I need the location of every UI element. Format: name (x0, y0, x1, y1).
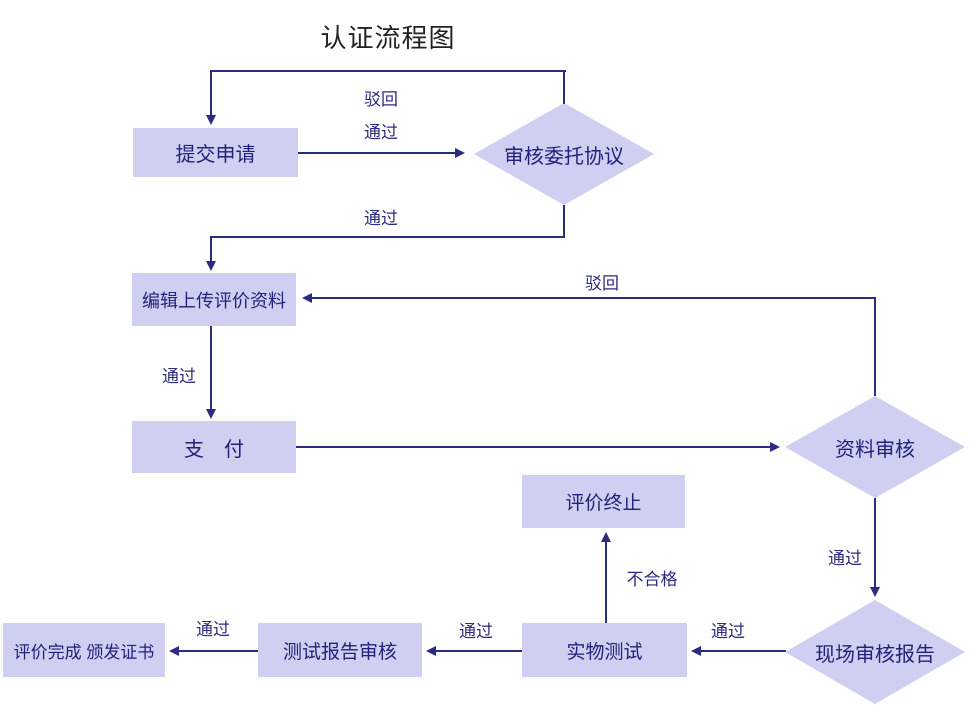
edge-agreement-pass-vline-right (563, 205, 565, 238)
edge-payment-to-material-hline (296, 446, 770, 448)
arrowhead-left-into-physical-test (691, 646, 701, 656)
edge-label-material-reject: 驳回 (585, 274, 619, 293)
node-physical-test: 实物测试 (522, 623, 687, 677)
edge-report-pass-hline (178, 650, 258, 652)
edge-label-material-pass: 通过 (828, 549, 862, 568)
edge-submit-pass-hline (298, 152, 456, 154)
edge-label-test-pass: 通过 (459, 622, 493, 641)
edge-material-pass-vline (874, 498, 876, 588)
arrowhead-left-into-complete (169, 646, 179, 656)
node-edit-upload-materials: 编辑上传评价资料 (132, 273, 296, 326)
node-submit-application: 提交申请 (133, 128, 298, 177)
flowchart-title: 认证流程图 (320, 23, 456, 53)
edge-test-fail-vline (605, 541, 607, 623)
edge-agreement-pass-vline-left (210, 236, 212, 262)
edge-label-test-fail: 不合格 (626, 570, 678, 589)
diamond-review-entrust-agreement: 审核委托协议 (474, 103, 654, 205)
diamond-onsite-audit-report: 现场审核报告 (785, 600, 965, 704)
arrowhead-right-into-material (770, 442, 780, 452)
node-payment: 支 付 (132, 421, 296, 473)
node-evaluation-terminated: 评价终止 (522, 475, 685, 528)
node-evaluation-complete-certificate: 评价完成 颁发证书 (3, 623, 165, 677)
edge-label-report-pass: 通过 (196, 620, 230, 639)
arrowhead-down-into-edit (206, 261, 216, 271)
edge-agreement-pass-hline (210, 236, 565, 238)
arrowhead-down-into-onsite (870, 587, 880, 597)
arrowhead-right-into-agreement (455, 148, 465, 158)
edge-label-edit-pass: 通过 (162, 367, 196, 386)
edge-label-agreement-reject: 驳回 (364, 90, 398, 109)
arrowhead-left-into-edit (302, 293, 312, 303)
edge-test-pass-hline (435, 650, 522, 652)
edge-agreement-reject-hline (210, 70, 566, 72)
edge-edit-pass-vline (210, 326, 212, 410)
node-test-report-review: 测试报告审核 (258, 623, 422, 677)
edge-material-reject-hline (311, 297, 876, 299)
arrowhead-down-into-payment (206, 409, 216, 419)
edge-label-agreement-pass: 通过 (364, 209, 398, 228)
arrowhead-left-into-test-report (426, 646, 436, 656)
edge-agreement-reject-vline-right (563, 70, 565, 104)
edge-agreement-reject-vline-left (210, 70, 212, 115)
arrowhead-up-into-terminated (601, 532, 611, 542)
edge-label-onsite-pass: 通过 (711, 622, 745, 641)
edge-material-reject-vline (874, 297, 876, 396)
arrowhead-down-into-submit (206, 115, 216, 125)
diamond-material-review: 资料审核 (785, 396, 965, 498)
edge-onsite-pass-hline (700, 650, 786, 652)
edge-label-submit-pass: 通过 (364, 123, 398, 142)
